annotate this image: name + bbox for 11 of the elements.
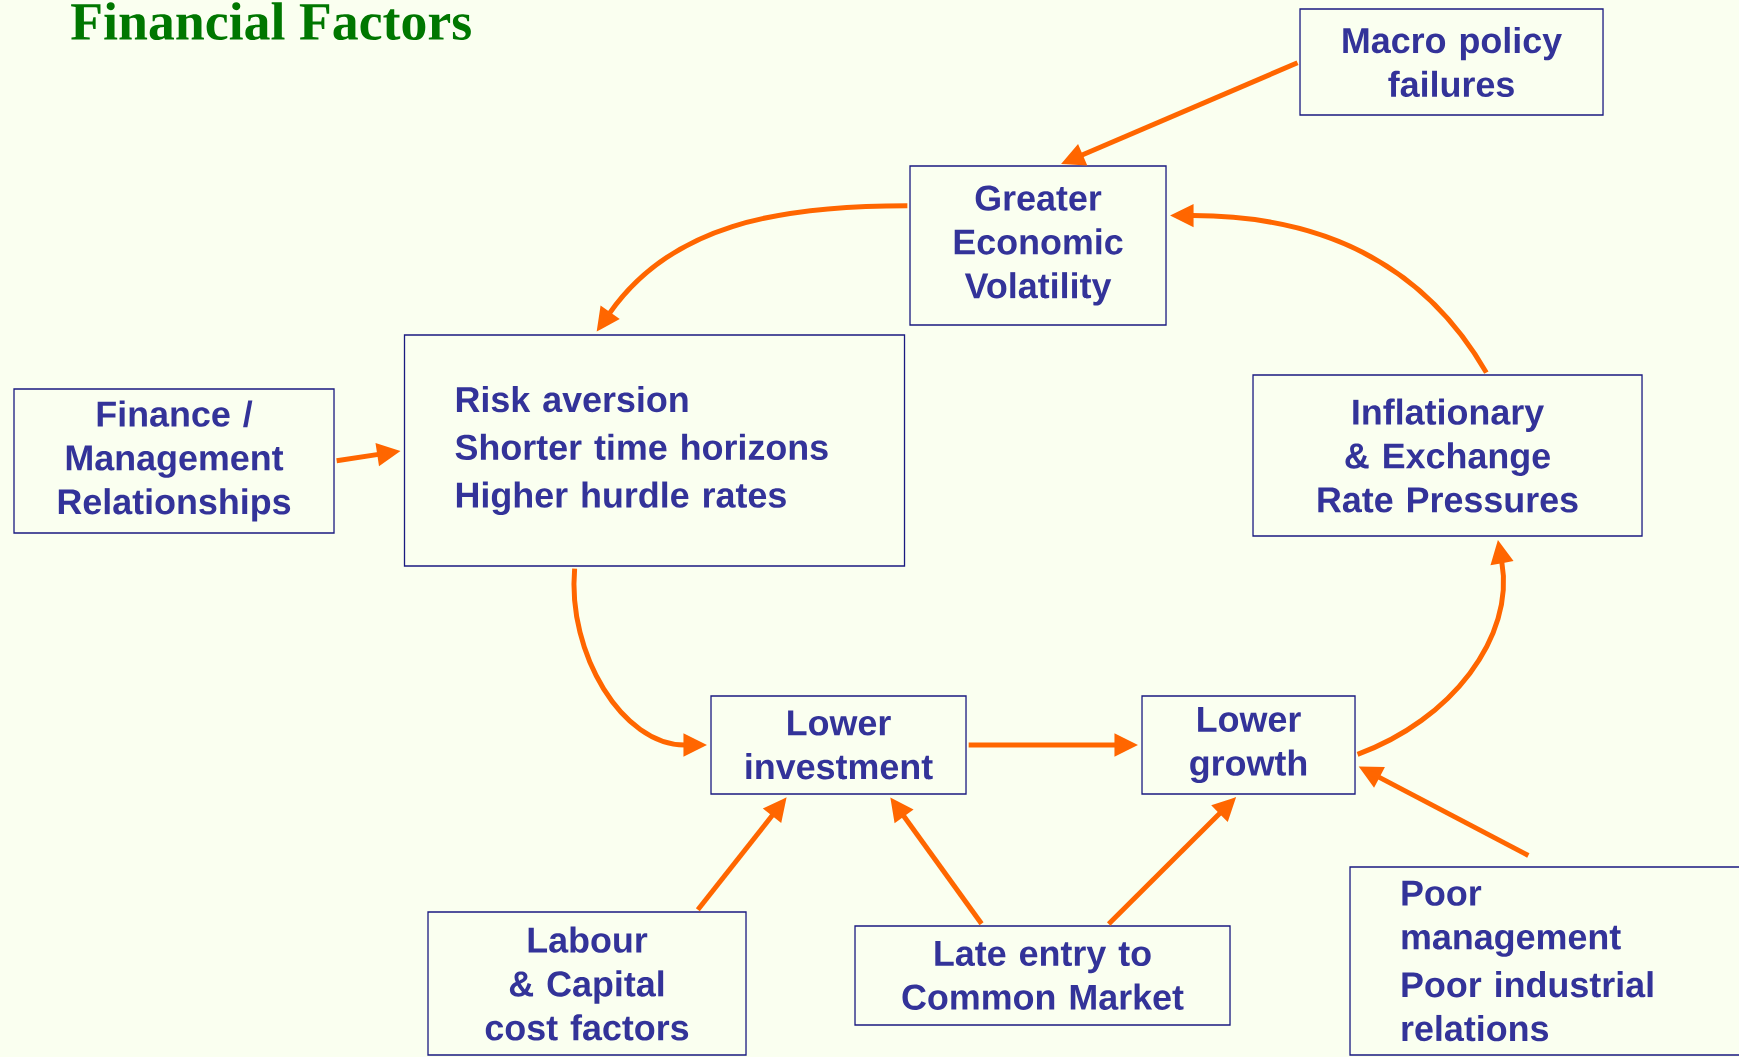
text-box: Lower investment	[710, 695, 967, 795]
title: Financial Factors	[71, 2, 471, 41]
text-box: Lower growth	[1141, 695, 1356, 795]
text-box: Risk aversion Shorter time horizons Higher hurdle rates	[403, 334, 906, 567]
text-box: Inflationary & Exchange Rate Pressures	[1252, 374, 1643, 537]
text-box: Labour & Capital cost factors	[427, 911, 747, 1056]
text-box: Finance / Management Relationships	[13, 388, 335, 534]
text-box: Greater Economic Volatility	[909, 165, 1167, 326]
text-box: Poor management Poor industrial relations	[1349, 866, 1739, 1056]
text-box: Macro policy failures	[1299, 8, 1604, 116]
text-box: Late entry to Common Market	[854, 925, 1231, 1026]
